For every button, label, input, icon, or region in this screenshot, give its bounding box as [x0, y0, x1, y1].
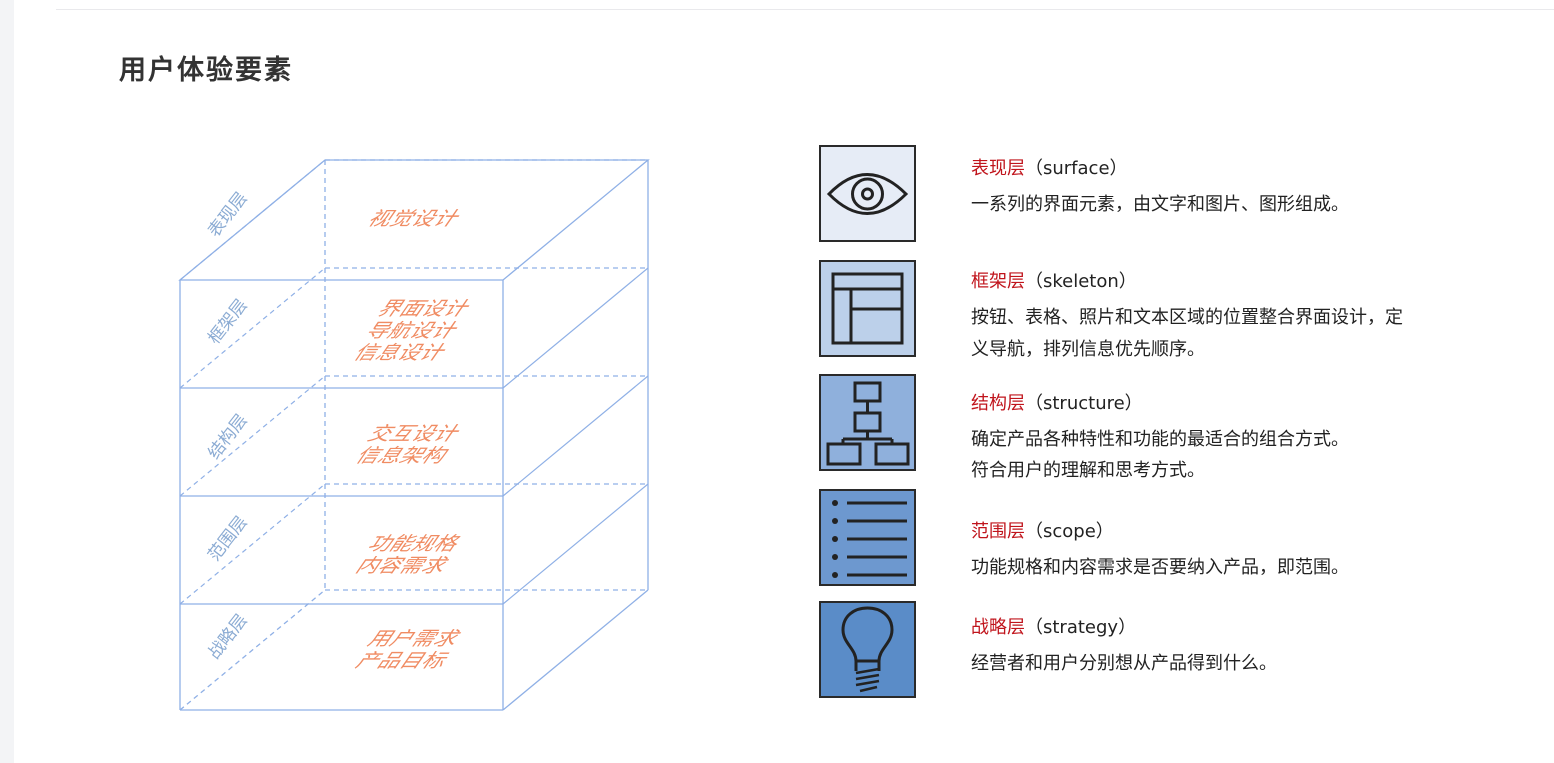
diagram-layer-content: 视觉设计 — [365, 207, 463, 229]
divider-edge — [502, 267, 649, 389]
layer-term: （surface） — [1025, 158, 1128, 179]
hierarchy-icon — [819, 374, 916, 471]
layer-name: 框架层 — [971, 271, 1025, 292]
desc-heading: 战略层（strategy） — [971, 615, 1491, 641]
desc-skeleton: 框架层（skeleton） 按钮、表格、照片和文本区域的位置整合界面设计，定 义… — [971, 269, 1491, 363]
top-divider — [56, 9, 1554, 10]
layer-term: （skeleton） — [1025, 271, 1137, 292]
desc-text: 按钮、表格、照片和文本区域的位置整合界面设计，定 — [971, 307, 1403, 328]
page-title: 用户体验要素 — [119, 55, 293, 86]
desc-strategy: 战略层（strategy） 经营者和用户分别想从产品得到什么。 — [971, 615, 1491, 677]
box-outline — [178, 159, 650, 711]
layer-term: （scope） — [1025, 521, 1114, 542]
layer-name: 战略层 — [971, 617, 1025, 638]
diagram-layer-name: 表现层 — [204, 189, 251, 242]
divider-edge — [179, 159, 326, 281]
lightbulb-icon — [819, 601, 916, 698]
layer-divider-planes — [179, 159, 649, 605]
diagram-layer-name: 范围层 — [204, 513, 251, 566]
left-gutter — [0, 0, 14, 763]
layout-icon — [819, 260, 916, 357]
desc-heading: 框架层（skeleton） — [971, 269, 1491, 295]
layer-name: 结构层 — [971, 393, 1025, 414]
diagram-layer-name: 框架层 — [204, 296, 251, 349]
diagram-layer-content: 内容需求 — [353, 554, 452, 576]
desc-surface: 表现层（surface） 一系列的界面元素，由文字和图片、图形组成。 — [971, 156, 1491, 218]
desc-scope: 范围层（scope） 功能规格和内容需求是否要纳入产品，即范围。 — [971, 519, 1491, 581]
desc-structure: 结构层（structure） 确定产品各种特性和功能的最适合的组合方式。 符合用… — [971, 391, 1491, 489]
diagram-layer-content: 信息设计 — [351, 341, 449, 363]
layer-term: （structure） — [1025, 393, 1143, 414]
list-icon — [819, 489, 916, 586]
desc-text: 功能规格和内容需求是否要纳入产品，即范围。 — [971, 557, 1349, 578]
diagram-layer-content: 信息架构 — [353, 444, 452, 466]
diagram-layer-content: 用户需求 — [365, 627, 464, 649]
divider-edge — [502, 375, 649, 497]
divider-edge — [179, 483, 326, 605]
desc-text: 确定产品各种特性和功能的最适合的组合方式。 — [971, 429, 1349, 450]
divider-edge — [502, 483, 649, 605]
desc-text: 符合用户的理解和思考方式。 — [971, 460, 1205, 481]
desc-heading: 表现层（surface） — [971, 156, 1491, 182]
diagram-layer-content: 导航设计 — [363, 319, 461, 341]
divider-edge — [179, 267, 326, 389]
desc-text: 经营者和用户分别想从产品得到什么。 — [971, 653, 1277, 674]
desc-heading: 结构层（structure） — [971, 391, 1491, 417]
divider-edge — [179, 375, 326, 497]
desc-text: 义导航，排列信息优先顺序。 — [971, 339, 1205, 360]
layer-name: 表现层 — [971, 158, 1025, 179]
layer-name: 范围层 — [971, 521, 1025, 542]
desc-text: 一系列的界面元素，由文字和图片、图形组成。 — [971, 194, 1349, 215]
desc-heading: 范围层（scope） — [971, 519, 1491, 545]
diagram-layer-content: 功能规格 — [365, 532, 463, 554]
diagram-layer-name: 结构层 — [204, 411, 251, 464]
eye-icon — [819, 145, 916, 242]
diagram-layer-content: 产品目标 — [353, 649, 452, 671]
diagram-layer-name: 战略层 — [204, 611, 251, 664]
diagram-layer-content: 交互设计 — [365, 422, 463, 444]
layer-term: （strategy） — [1025, 617, 1137, 638]
diagram-layer-content: 界面设计 — [375, 297, 473, 319]
